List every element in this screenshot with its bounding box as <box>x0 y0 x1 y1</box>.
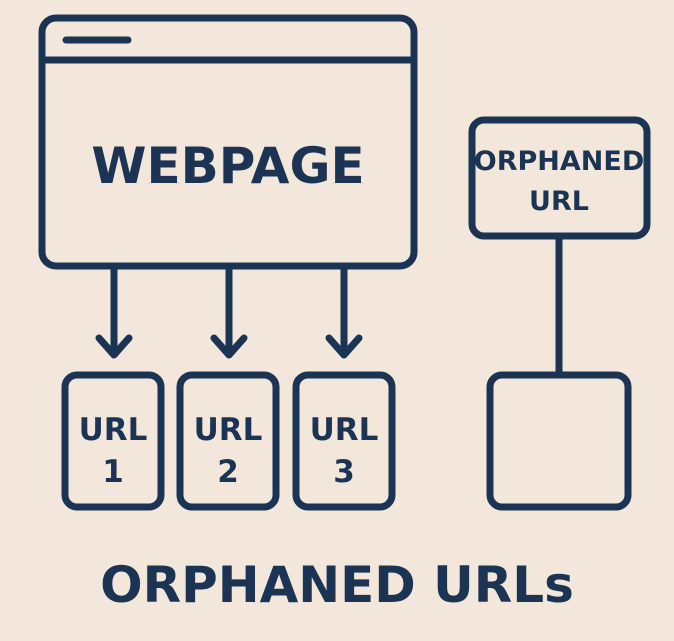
webpage-window: WEBPAGE <box>38 14 418 270</box>
url-box-2-line1: URL <box>194 412 263 448</box>
orphaned-url-line1: ORPHANED <box>474 146 644 177</box>
url-box-2: URL 2 <box>176 371 280 511</box>
url-box-1-line2: 1 <box>102 454 124 490</box>
url-box-3-line2: 3 <box>333 454 355 490</box>
diagram-caption: ORPHANED URLs <box>100 556 574 614</box>
url-box-2-line2: 2 <box>217 454 239 490</box>
arrow-to-url-1 <box>95 264 133 359</box>
orphaned-url-line2: URL <box>529 186 589 217</box>
url-box-1-line1: URL <box>79 412 148 448</box>
arrow-to-url-2 <box>210 264 248 359</box>
arrow-to-url-3 <box>325 264 363 359</box>
empty-page-box <box>486 371 632 511</box>
orphaned-url-box: ORPHANED URL <box>468 116 651 240</box>
webpage-label: WEBPAGE <box>91 137 364 195</box>
url-box-1: URL 1 <box>61 371 165 511</box>
url-box-3-line1: URL <box>310 412 379 448</box>
link-arrows <box>95 264 363 359</box>
url-box-3: URL 3 <box>292 371 396 511</box>
